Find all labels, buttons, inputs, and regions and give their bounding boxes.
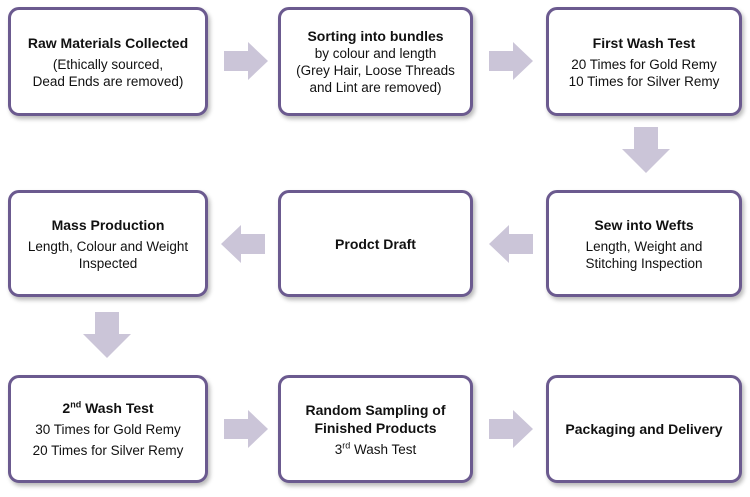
step-packaging-title: Packaging and Delivery <box>565 421 723 437</box>
step-product-draft-title: Prodct Draft <box>335 235 416 252</box>
step-sorting-line1: by colour and length <box>314 46 437 61</box>
step-random-sampling-title1: Random Sampling of <box>305 401 446 418</box>
step-second-wash-line1: 30 Times for Gold Remy <box>35 422 181 437</box>
step-sorting: Sorting into bundles by colour and lengt… <box>278 7 473 116</box>
step-product-draft: Prodct Draft <box>278 190 473 297</box>
step-mass-production: Mass Production Length, Colour and Weigh… <box>8 190 208 297</box>
step-sew-wefts-line2: Stitching Inspection <box>585 255 703 271</box>
step-sorting-line3: and Lint are removed) <box>309 80 442 95</box>
arrow-left-2 <box>221 225 265 263</box>
arrow-right-3 <box>224 410 268 448</box>
step-random-sampling-line-num: 3 <box>334 441 343 457</box>
step-first-wash: First Wash Test 20 Times for Gold Remy 1… <box>546 7 742 116</box>
step-sorting-title: Sorting into bundles <box>307 28 444 44</box>
step-raw-materials: Raw Materials Collected (Ethically sourc… <box>8 7 208 116</box>
step-random-sampling-title2: Finished Products <box>314 419 437 436</box>
step-second-wash-line2: 20 Times for Silver Remy <box>32 443 184 458</box>
step-second-wash-title: 2nd Wash Test <box>62 399 153 417</box>
arrow-right-1 <box>224 42 268 80</box>
step-first-wash-line1: 20 Times for Gold Remy <box>571 56 717 72</box>
step-second-wash-title-num: 2 <box>62 400 71 416</box>
arrow-right-2 <box>489 42 533 80</box>
step-random-sampling-line-rest: Wash Test <box>350 441 417 457</box>
step-sew-wefts: Sew into Wefts Length, Weight and Stitch… <box>546 190 742 297</box>
step-raw-materials-line2: Dead Ends are removed) <box>32 73 184 89</box>
step-random-sampling-line: 3rd Wash Test <box>335 441 417 458</box>
step-raw-materials-line1: (Ethically sourced, <box>52 56 164 72</box>
step-sew-wefts-line1: Length, Weight and <box>585 238 703 254</box>
step-mass-production-title: Mass Production <box>51 216 165 233</box>
step-first-wash-title: First Wash Test <box>592 34 696 51</box>
step-random-sampling-line-sup: rd <box>342 440 351 450</box>
step-second-wash-title-sup: nd <box>70 399 82 410</box>
step-mass-production-line2: Inspected <box>78 255 138 271</box>
step-random-sampling: Random Sampling of Finished Products 3rd… <box>278 375 473 483</box>
step-sew-wefts-title: Sew into Wefts <box>594 216 694 233</box>
arrow-left-1 <box>489 225 533 263</box>
step-first-wash-line2: 10 Times for Silver Remy <box>568 73 720 89</box>
step-sorting-line2: (Grey Hair, Loose Threads <box>296 63 455 78</box>
step-raw-materials-title: Raw Materials Collected <box>27 34 189 51</box>
step-second-wash: 2nd Wash Test 30 Times for Gold Remy 20 … <box>8 375 208 483</box>
step-packaging: Packaging and Delivery <box>546 375 742 483</box>
step-mass-production-line1: Length, Colour and Weight <box>27 238 189 254</box>
arrow-down-1 <box>622 127 670 173</box>
arrow-right-4 <box>489 410 533 448</box>
arrow-down-2 <box>83 312 131 358</box>
step-second-wash-title-rest: Wash Test <box>81 400 154 416</box>
